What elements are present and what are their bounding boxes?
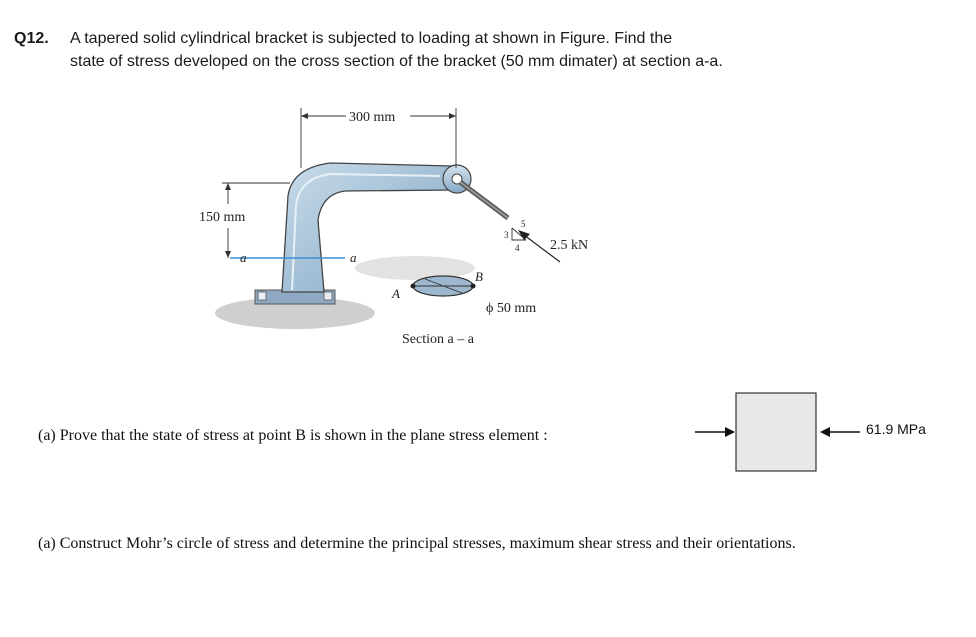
point-a-label: A (391, 286, 400, 301)
part-a-text: (a) Prove that the state of stress at po… (38, 427, 548, 444)
section-marker-right: a (350, 250, 357, 265)
point-a-dot (410, 283, 416, 289)
ground-shadow (215, 297, 375, 329)
dim-label-150: 150 mm (199, 210, 245, 225)
question-text-line-2: state of stress developed on the cross s… (70, 53, 723, 70)
part-b-text: (a) Construct Mohr’s circle of stress an… (38, 535, 796, 552)
slope-triangle (511, 228, 526, 241)
slope-label-3: 3 (504, 230, 509, 240)
load-label: 2.5 kN (550, 238, 588, 253)
point-b-label: B (475, 269, 483, 284)
section-shadow (355, 256, 475, 280)
question-text-line-1: A tapered solid cylindrical bracket is s… (70, 30, 673, 47)
question-number: Q12. (14, 30, 49, 47)
diameter-label: ϕ 50 mm (486, 301, 536, 316)
section-marker-left: a (240, 250, 247, 265)
stress-element (735, 392, 817, 472)
section-caption: Section a – a (402, 332, 475, 347)
point-b-dot (470, 283, 476, 289)
dim-label-300: 300 mm (349, 110, 395, 125)
slope-label-5: 5 (521, 219, 526, 229)
pin-hole (451, 173, 463, 185)
slope-label-4: 4 (515, 243, 520, 253)
stress-value-label: 61.9 MPa (866, 421, 926, 437)
